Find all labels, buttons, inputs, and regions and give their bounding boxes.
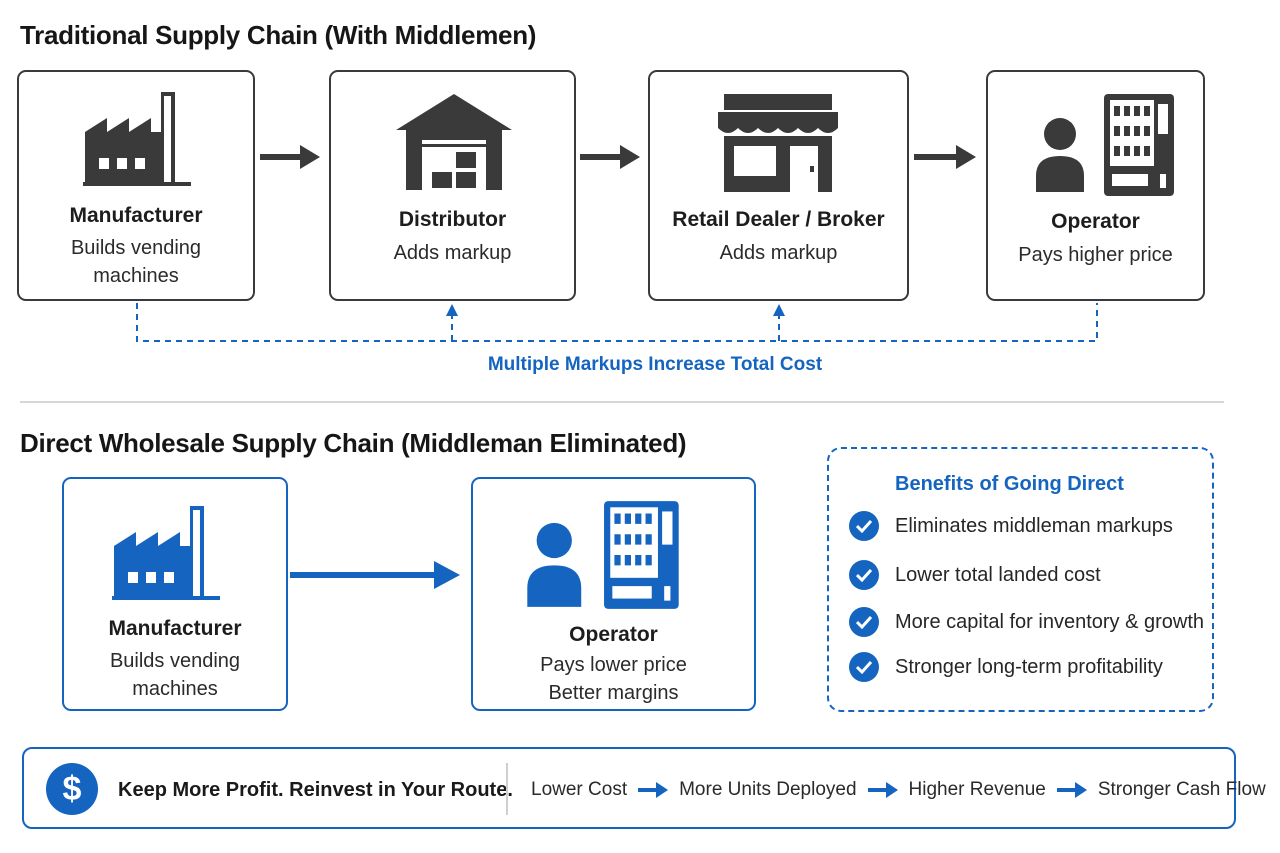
- benefit-item: Stronger long-term profitability: [849, 652, 1163, 682]
- traditional-operator-box: Operator Pays higher price: [986, 70, 1205, 301]
- benefits-panel: Benefits of Going Direct Eliminates midd…: [827, 447, 1214, 712]
- factory-icon: [83, 92, 191, 186]
- node-desc: Pays lower price Better margins: [540, 654, 687, 704]
- arrow-right-icon: [638, 782, 669, 798]
- arrow-right-icon: [290, 561, 460, 589]
- arrow-right-icon: [260, 145, 320, 169]
- person-vending-machine-icon: [1036, 94, 1174, 196]
- benefit-text: Eliminates middleman markups: [895, 514, 1173, 537]
- warehouse-icon: [396, 94, 512, 190]
- person-vending-machine-icon: [527, 501, 679, 609]
- profit-banner: $ Keep More Profit. Reinvest in Your Rou…: [22, 747, 1266, 829]
- traditional-retail-dealer-box: Retail Dealer / Broker Adds markup: [648, 70, 909, 301]
- banner-tagline: Keep More Profit. Reinvest in Your Route…: [118, 779, 513, 801]
- direct-manufacturer-box: Manufacturer Builds vending machines: [62, 477, 288, 711]
- node-desc: Pays higher price: [1018, 244, 1173, 266]
- flow-step: Stronger Cash Flow: [1097, 779, 1266, 800]
- node-desc: Adds markup: [719, 242, 838, 264]
- check-circle-icon: [849, 607, 879, 637]
- node-desc: Adds markup: [393, 242, 512, 264]
- benefit-text: Lower total landed cost: [895, 563, 1101, 586]
- direct-section-title: Direct Wholesale Supply Chain (Middleman…: [20, 428, 687, 458]
- node-name: Operator: [569, 623, 658, 646]
- storefront-icon: [718, 94, 838, 192]
- factory-icon: [112, 506, 220, 600]
- benefit-text: Stronger long-term profitability: [895, 655, 1163, 678]
- node-name: Retail Dealer / Broker: [672, 208, 885, 231]
- arrow-right-icon: [867, 782, 898, 798]
- dollar-icon: $: [46, 763, 98, 815]
- section-divider: [20, 401, 1224, 403]
- benefit-text: More capital for inventory & growth: [895, 610, 1205, 633]
- traditional-distributor-box: Distributor Adds markup: [329, 70, 576, 301]
- node-name: Manufacturer: [69, 204, 203, 227]
- direct-operator-box: Operator Pays lower price Better margins: [471, 477, 756, 711]
- banner-separator: [506, 763, 508, 815]
- node-name: Distributor: [398, 208, 507, 231]
- benefit-item: Lower total landed cost: [849, 560, 1101, 590]
- check-circle-icon: [849, 560, 879, 590]
- check-circle-icon: [849, 511, 879, 541]
- markup-note: Multiple Markups Increase Total Cost: [487, 354, 823, 375]
- flow-step: Higher Revenue: [908, 779, 1046, 800]
- node-desc: Builds vending machines: [109, 650, 241, 700]
- profit-flow: Lower Cost More Units Deployed Higher Re…: [531, 779, 1266, 801]
- flow-step: More Units Deployed: [679, 779, 857, 800]
- flow-step: Lower Cost: [531, 779, 628, 800]
- benefit-item: More capital for inventory & growth: [849, 607, 1204, 637]
- check-circle-icon: [849, 652, 879, 682]
- benefit-item: Eliminates middleman markups: [849, 511, 1173, 541]
- arrow-right-icon: [580, 145, 640, 169]
- traditional-section-title: Traditional Supply Chain (With Middlemen…: [20, 20, 537, 50]
- benefits-title: Benefits of Going Direct: [895, 473, 1124, 495]
- node-name: Manufacturer: [108, 617, 242, 640]
- arrow-right-icon: [1056, 782, 1087, 798]
- node-name: Operator: [1051, 210, 1140, 233]
- traditional-manufacturer-box: Manufacturer Builds vending machines: [17, 70, 255, 301]
- node-desc: Builds vending machines: [70, 237, 202, 287]
- arrow-right-icon: [914, 145, 976, 169]
